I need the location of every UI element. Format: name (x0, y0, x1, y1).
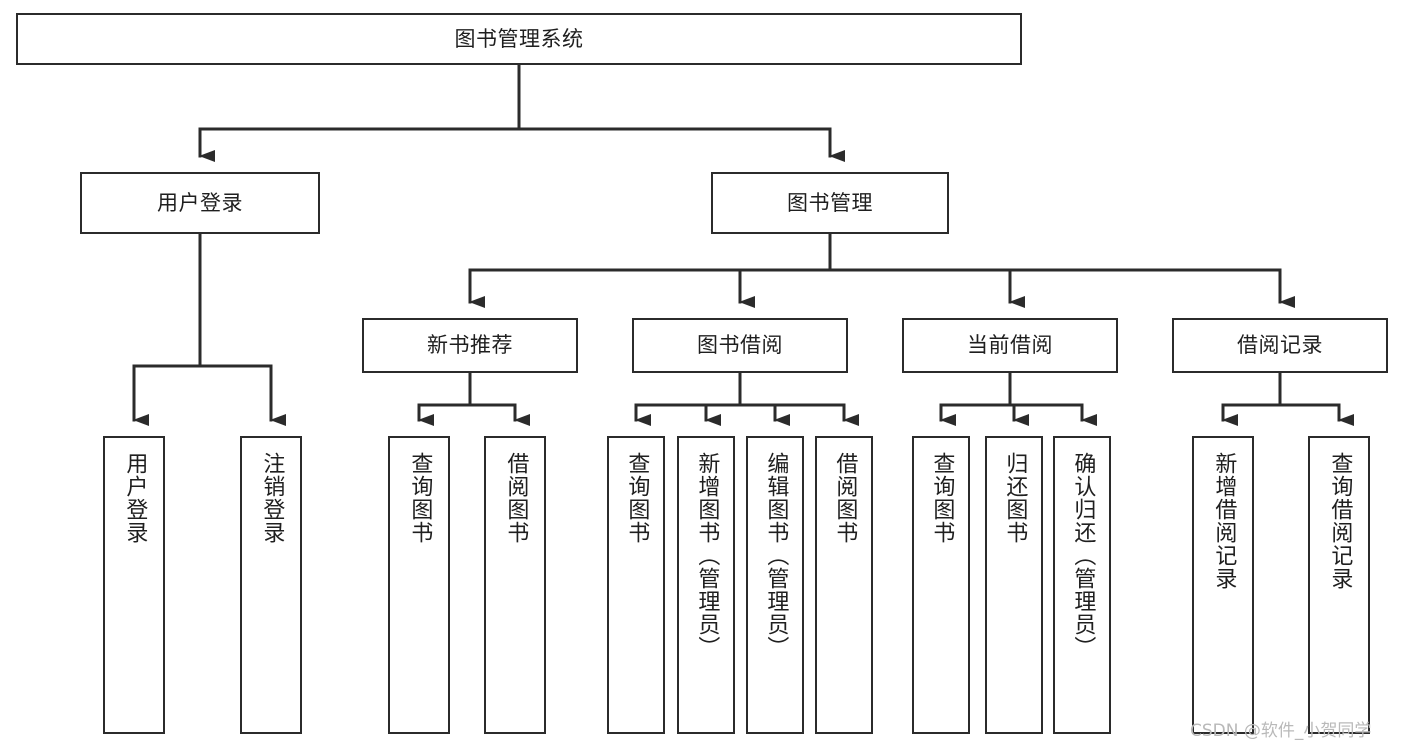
leaf-query-book-borrow-label: 查询图书 (624, 452, 650, 544)
node-new-book-recommend-label: 新书推荐 (427, 333, 513, 358)
node-borrow-record-label: 借阅记录 (1237, 333, 1323, 358)
node-borrow-record[interactable]: 借阅记录 (1172, 318, 1388, 373)
leaf-borrow-book-recommend-label: 借阅图书 (503, 452, 529, 544)
leaf-query-borrow-record-label: 查询借阅记录 (1327, 452, 1353, 590)
leaf-edit-book-admin[interactable]: 编辑图书（管理员） (746, 436, 804, 734)
leaf-user-login[interactable]: 用户登录 (103, 436, 165, 734)
node-current-borrow-label: 当前借阅 (967, 333, 1053, 358)
node-new-book-recommend[interactable]: 新书推荐 (362, 318, 578, 373)
leaf-query-book-recommend[interactable]: 查询图书 (388, 436, 450, 734)
user-login-connectors (132, 232, 286, 426)
leaf-add-book-admin[interactable]: 新增图书（管理员） (677, 436, 735, 734)
leaf-query-book-recommend-label: 查询图书 (407, 452, 433, 544)
node-book-management[interactable]: 图书管理 (711, 172, 949, 234)
node-user-login[interactable]: 用户登录 (80, 172, 320, 234)
node-book-borrow[interactable]: 图书借阅 (632, 318, 848, 373)
leaf-add-borrow-record-label: 新增借阅记录 (1211, 452, 1237, 590)
borrow-record-connectors (1221, 371, 1354, 426)
node-root-label: 图书管理系统 (454, 26, 584, 51)
node-user-login-label: 用户登录 (157, 190, 243, 215)
node-current-borrow[interactable]: 当前借阅 (902, 318, 1118, 373)
leaf-borrow-book-recommend[interactable]: 借阅图书 (484, 436, 546, 734)
leaf-add-borrow-record[interactable]: 新增借阅记录 (1192, 436, 1254, 734)
leaf-return-book[interactable]: 归还图书 (985, 436, 1043, 734)
leaf-query-book-borrow[interactable]: 查询图书 (607, 436, 665, 734)
leaf-return-book-label: 归还图书 (1002, 452, 1028, 544)
leaf-query-borrow-record[interactable]: 查询借阅记录 (1308, 436, 1370, 734)
leaf-add-book-admin-label: 新增图书（管理员） (694, 452, 720, 659)
node-book-borrow-label: 图书借阅 (697, 333, 783, 358)
leaf-borrow-book-label: 借阅图书 (832, 452, 858, 544)
borrow-book-connectors (634, 371, 859, 426)
leaf-confirm-return-admin-label: 确认归还（管理员） (1070, 452, 1096, 659)
leaf-logout[interactable]: 注销登录 (240, 436, 302, 734)
book-manage-connectors (468, 232, 1295, 308)
leaf-query-book-current-label: 查询图书 (929, 452, 955, 544)
leaf-query-book-current[interactable]: 查询图书 (912, 436, 970, 734)
leaf-edit-book-admin-label: 编辑图书（管理员） (763, 452, 789, 659)
leaf-logout-label: 注销登录 (259, 452, 285, 544)
node-book-management-label: 图书管理 (787, 190, 873, 215)
new-book-connectors (417, 371, 530, 426)
root-connectors (198, 63, 845, 162)
leaf-confirm-return-admin[interactable]: 确认归还（管理员） (1053, 436, 1111, 734)
leaf-borrow-book[interactable]: 借阅图书 (815, 436, 873, 734)
current-borrow-connectors (939, 371, 1097, 426)
leaf-user-login-label: 用户登录 (122, 452, 148, 544)
node-root[interactable]: 图书管理系统 (16, 13, 1022, 65)
